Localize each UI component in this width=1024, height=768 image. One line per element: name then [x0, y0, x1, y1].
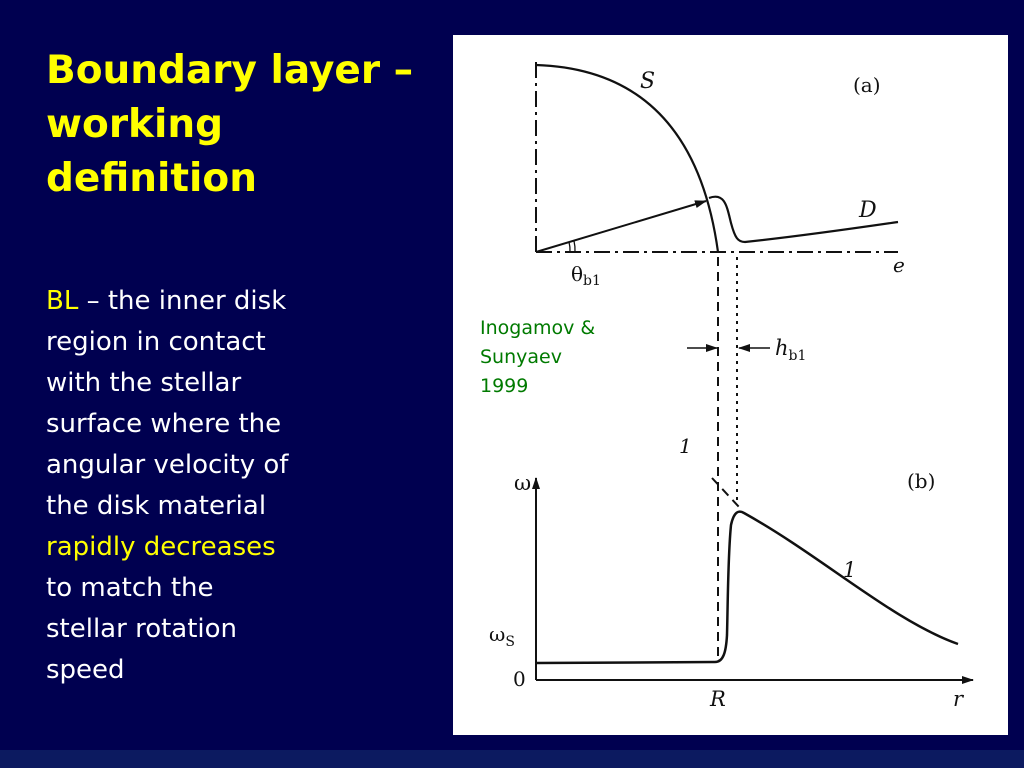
- definition-line-9: stellar rotation: [46, 614, 238, 644]
- definition-highlight: rapidly decreases: [46, 532, 276, 562]
- extrapolation-curve-label: 1: [679, 434, 692, 458]
- velocity-curve-label: 1: [843, 558, 856, 582]
- width-label-base: h: [775, 336, 789, 360]
- zero-label: 0: [513, 667, 526, 691]
- definition-line-2: region in contact: [46, 327, 266, 357]
- definition-text: BL – the inner disk region in contact wi…: [46, 281, 376, 691]
- angle-arc-inner: [568, 241, 571, 253]
- credit-line-2: Sunyaev: [480, 346, 562, 368]
- bl-term: BL: [46, 286, 79, 316]
- credit-line-3: 1999: [480, 375, 529, 397]
- width-label: hb1: [775, 336, 806, 364]
- radius-r-label: R: [709, 687, 726, 711]
- panel-b: ω ωS 0 R r (b) 1 1: [489, 434, 974, 711]
- r-axis-label: r: [953, 687, 965, 711]
- star-label: S: [640, 69, 655, 94]
- figure-credit: Inogamov & Sunyaev 1999: [480, 314, 595, 401]
- definition-line-1-rest: – the inner disk: [78, 286, 287, 316]
- definition-line-3: with the stellar: [46, 368, 242, 398]
- radius-arrow: [535, 200, 707, 253]
- disk-label: D: [858, 198, 877, 223]
- omega-axis-label: ω: [514, 471, 531, 495]
- stellar-omega-sub: S: [505, 634, 515, 650]
- panel-b-label: (b): [907, 469, 935, 493]
- figure-svg: S (a) D e θb1 hb1 ω ωS 0 R r (b) 1 1: [489, 62, 974, 711]
- angle-label-base: θ: [571, 262, 583, 286]
- definition-line-4: surface where the: [46, 409, 282, 439]
- angular-velocity-curve: [535, 510, 959, 665]
- stellar-omega-base: ω: [489, 622, 505, 646]
- definition-line-10: speed: [46, 655, 125, 685]
- keplerian-extrapolation-dashed: [711, 477, 741, 509]
- definition-line-1: BL – the inner disk: [46, 281, 376, 322]
- panel-a: S (a) D e θb1: [535, 62, 905, 289]
- definition-line-6: the disk material: [46, 491, 267, 521]
- definition-line-8: to match the: [46, 573, 214, 603]
- boundary-layer-figure: S (a) D e θb1 hb1 ω ωS 0 R r (b) 1 1: [453, 35, 1008, 735]
- slide-title-line-3: definition: [46, 156, 257, 201]
- equator-axis-label: e: [893, 253, 905, 277]
- credit-line-1: Inogamov &: [480, 317, 596, 339]
- slide-title-line-2: working: [46, 102, 224, 147]
- definition-line-5: angular velocity of: [46, 450, 289, 480]
- width-label-sub: b1: [789, 348, 807, 364]
- stellar-omega-label: ωS: [489, 622, 515, 650]
- panel-a-label: (a): [853, 73, 881, 97]
- angle-label-sub: b1: [583, 273, 601, 289]
- slide-title-line-1: Boundary layer –: [46, 48, 414, 93]
- slide-title: Boundary layer – working definition: [46, 44, 446, 206]
- disk-profile-curve: [708, 195, 899, 244]
- star-surface-curve: [535, 63, 720, 253]
- angle-label: θb1: [571, 262, 601, 289]
- angle-arc-outer: [573, 240, 576, 253]
- slide-footer-band: [0, 750, 1024, 768]
